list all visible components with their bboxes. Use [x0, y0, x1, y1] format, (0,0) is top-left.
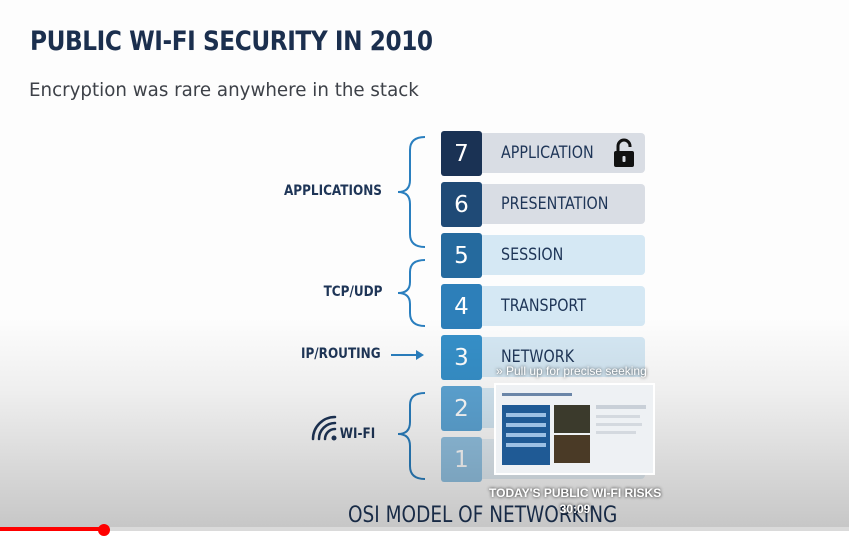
layer-number: 4	[441, 284, 482, 329]
brace-applications	[397, 136, 426, 248]
layer-bar: TRANSPORT	[482, 286, 645, 326]
layer-number: 3	[441, 335, 482, 380]
progress-played	[0, 527, 102, 531]
slide-subtitle: Encryption was rare anywhere in the stac…	[29, 79, 419, 101]
unlocked-padlock-icon	[614, 138, 634, 167]
scrubber-handle[interactable]	[98, 524, 110, 536]
osi-layer-4: 4 TRANSPORT	[441, 284, 646, 329]
layer-label: PRESENTATION	[501, 194, 609, 214]
brace-wifi	[397, 392, 426, 480]
layer-number: 5	[441, 233, 482, 278]
progress-bar[interactable]	[0, 527, 849, 531]
layer-bar: APPLICATION	[482, 133, 645, 173]
seek-preview-thumbnail	[494, 383, 655, 475]
osi-layer-6: 6 PRESENTATION	[441, 182, 646, 227]
footer-title: OSI MODEL OF NETWORKING	[348, 503, 618, 528]
osi-layer-7: 7 APPLICATION	[441, 131, 646, 176]
layer-bar: NETWORK	[482, 337, 645, 377]
layer-label: NETWORK	[501, 347, 575, 367]
brace-tcp-udp	[397, 259, 426, 327]
wifi-icon	[311, 415, 337, 441]
layer-number: 1	[441, 437, 482, 482]
layer-number: 7	[441, 131, 482, 176]
group-label-applications: APPLICATIONS	[283, 183, 382, 199]
layer-label: APPLICATION	[501, 143, 594, 163]
osi-layer-3: 3 NETWORK	[441, 335, 646, 380]
group-label-tcp-udp: TCP/UDP	[323, 284, 382, 300]
group-label-wifi: WI-FI	[339, 426, 375, 442]
layer-label: SESSION	[501, 245, 564, 265]
seek-hint: » Pull up for precise seeking	[496, 364, 647, 378]
preview-image	[496, 385, 653, 473]
layer-number: 6	[441, 182, 482, 227]
layer-label: TRANSPORT	[501, 296, 587, 316]
group-label-ip-routing: IP/ROUTING	[301, 346, 381, 362]
slide-title: PUBLIC WI-FI SECURITY IN 2010	[30, 26, 433, 57]
layer-number: 2	[441, 386, 482, 431]
preview-title: TODAY'S PUBLIC WI-FI RISKS	[489, 486, 662, 500]
layer-bar: SESSION	[482, 235, 645, 275]
osi-layer-5: 5 SESSION	[441, 233, 646, 278]
preview-timestamp: 30:09	[559, 502, 591, 516]
layer-bar: PRESENTATION	[482, 184, 645, 224]
